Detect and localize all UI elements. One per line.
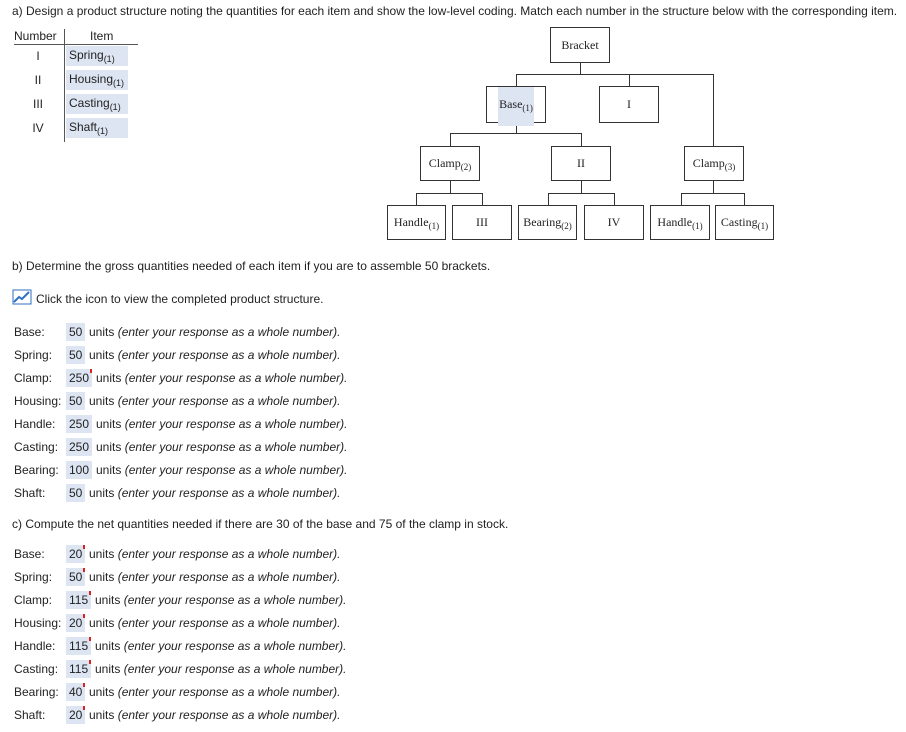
table-row: II Housing(1) bbox=[14, 70, 138, 90]
tree-node-bearing: Bearing(2) bbox=[518, 205, 577, 240]
answer-label: Bearing: bbox=[14, 685, 59, 699]
answer-hint: units (enter your response as a whole nu… bbox=[89, 486, 341, 500]
answer-label: Handle: bbox=[14, 417, 56, 431]
answer-input[interactable]: 115 bbox=[66, 637, 92, 655]
answer-input[interactable]: 250 bbox=[66, 369, 93, 387]
table-header-divider bbox=[14, 44, 138, 45]
answer-input[interactable]: 115 bbox=[66, 660, 92, 678]
part-c-question: c) Compute the net quantities needed if … bbox=[12, 517, 509, 531]
tree-node-iii: III bbox=[452, 205, 512, 240]
answer-hint: units (enter your response as a whole nu… bbox=[89, 708, 341, 722]
tree-node-i: I bbox=[599, 86, 659, 123]
chart-icon[interactable] bbox=[12, 289, 32, 308]
tree-node-handle-a: Handle(1) bbox=[387, 205, 446, 240]
answer-hint: units (enter your response as a whole nu… bbox=[89, 394, 341, 408]
part-a-question: a) Design a product structure noting the… bbox=[12, 4, 898, 18]
answer-input[interactable]: 40 bbox=[66, 683, 86, 701]
answer-label: Housing: bbox=[14, 616, 62, 630]
answer-label: Housing: bbox=[14, 394, 62, 408]
answer-hint: units (enter your response as a whole nu… bbox=[89, 616, 341, 630]
answer-hint: units (enter your response as a whole nu… bbox=[96, 463, 348, 477]
view-structure-link[interactable]: Click the icon to view the completed pro… bbox=[12, 289, 323, 308]
answer-input[interactable]: 50 bbox=[66, 346, 86, 364]
tree-node-bracket: Bracket bbox=[550, 27, 610, 63]
answer-hint: units (enter your response as a whole nu… bbox=[89, 685, 341, 699]
answer-hint: units (enter your response as a whole nu… bbox=[89, 325, 341, 339]
answer-input[interactable]: 115 bbox=[66, 591, 92, 609]
table-row: I Spring(1) bbox=[14, 46, 138, 66]
answer-hint: units (enter your response as a whole nu… bbox=[89, 570, 341, 584]
answer-input[interactable]: 50 bbox=[66, 323, 86, 341]
row-number: IV bbox=[32, 121, 44, 135]
answer-input[interactable]: 50 bbox=[66, 568, 86, 586]
answer-input[interactable]: 250 bbox=[66, 415, 93, 433]
answer-input[interactable]: 100 bbox=[66, 461, 93, 479]
answer-input[interactable]: 20 bbox=[66, 614, 86, 632]
answer-label: Handle: bbox=[14, 639, 56, 653]
answer-label: Clamp: bbox=[14, 593, 53, 607]
row-number: I bbox=[36, 49, 40, 63]
row-number: III bbox=[32, 97, 43, 111]
answer-input[interactable]: 250 bbox=[66, 438, 93, 456]
answer-hint: units (enter your response as a whole nu… bbox=[89, 348, 341, 362]
table-header-item: Item bbox=[90, 29, 114, 43]
tree-node-ii: II bbox=[551, 146, 611, 181]
tree-node-base[interactable]: Base(1) bbox=[486, 86, 546, 126]
answer-label: Spring: bbox=[14, 348, 53, 362]
tree-node-iv: IV bbox=[584, 205, 644, 240]
table-row: IV Shaft(1) bbox=[14, 118, 138, 138]
row-item-field[interactable]: Shaft(1) bbox=[66, 118, 128, 138]
answer-hint: units (enter your response as a whole nu… bbox=[96, 417, 348, 431]
answer-label: Shaft: bbox=[14, 486, 46, 500]
answer-label: Casting: bbox=[14, 662, 59, 676]
row-item-field[interactable]: Housing(1) bbox=[66, 70, 128, 90]
tree-node-handle-b: Handle(1) bbox=[650, 205, 710, 240]
answer-label: Spring: bbox=[14, 570, 53, 584]
tree-node-clamp-3: Clamp(3) bbox=[684, 146, 744, 181]
answer-label: Base: bbox=[14, 547, 45, 561]
answer-label: Bearing: bbox=[14, 463, 59, 477]
answer-hint: units (enter your response as a whole nu… bbox=[96, 371, 348, 385]
answer-input[interactable]: 20 bbox=[66, 545, 86, 563]
row-item-field[interactable]: Spring(1) bbox=[66, 46, 128, 66]
tree-node-casting: Casting(1) bbox=[715, 205, 774, 240]
answer-label: Shaft: bbox=[14, 708, 46, 722]
answer-hint: units (enter your response as a whole nu… bbox=[95, 662, 347, 676]
answer-hint: units (enter your response as a whole nu… bbox=[95, 639, 347, 653]
answer-label: Clamp: bbox=[14, 371, 53, 385]
answer-label: Base: bbox=[14, 325, 45, 339]
answer-input[interactable]: 50 bbox=[66, 392, 86, 410]
part-b-question: b) Determine the gross quantities needed… bbox=[12, 259, 491, 273]
answer-hint: units (enter your response as a whole nu… bbox=[89, 547, 341, 561]
table-header-number: Number bbox=[14, 29, 57, 43]
row-item-field[interactable]: Casting(1) bbox=[66, 94, 128, 114]
answer-hint: units (enter your response as a whole nu… bbox=[95, 593, 347, 607]
view-structure-text: Click the icon to view the completed pro… bbox=[36, 291, 324, 306]
tree-node-clamp-2: Clamp(2) bbox=[420, 146, 480, 181]
answer-hint: units (enter your response as a whole nu… bbox=[96, 440, 348, 454]
row-number: II bbox=[34, 73, 42, 87]
answer-input[interactable]: 20 bbox=[66, 706, 86, 724]
answer-input[interactable]: 50 bbox=[66, 484, 86, 502]
table-column-divider bbox=[64, 29, 65, 142]
table-row: III Casting(1) bbox=[14, 94, 138, 114]
answer-label: Casting: bbox=[14, 440, 59, 454]
